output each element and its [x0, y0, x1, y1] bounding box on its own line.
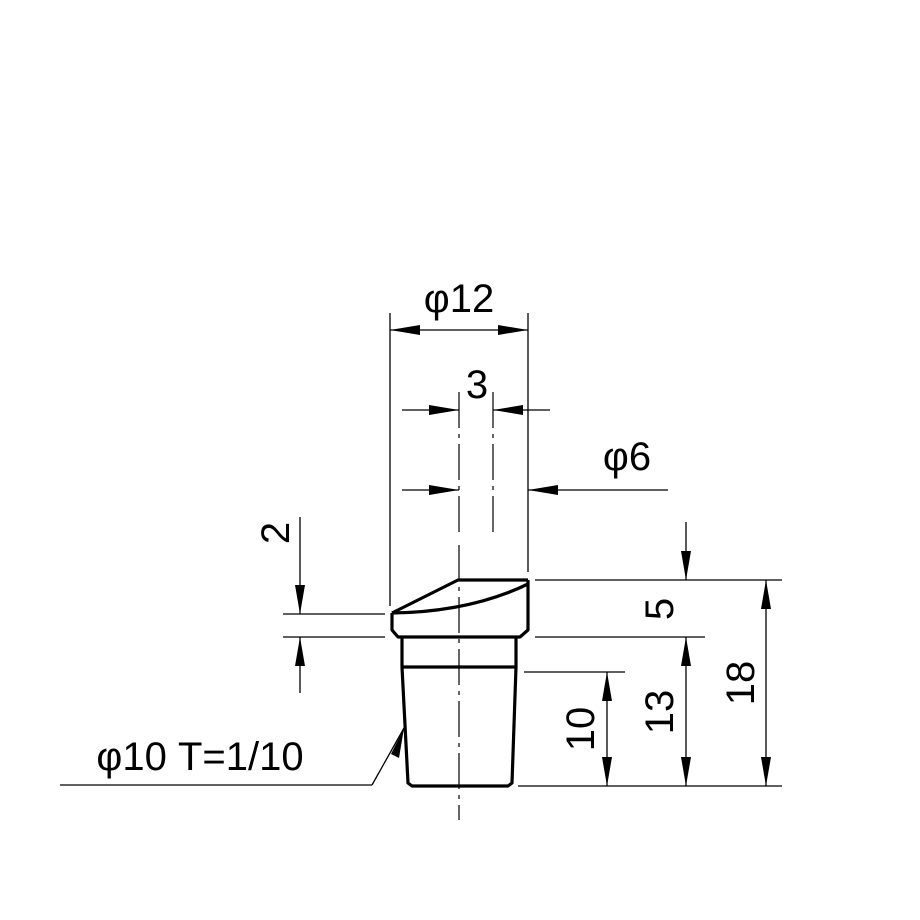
arrow-3-left: [429, 405, 459, 415]
arrow-18-bottom: [761, 757, 771, 786]
dimension-texts: φ12 3 φ6 2 5 10 13 18 φ10 T=1/10: [96, 277, 763, 779]
label-total-height: 18: [719, 661, 763, 706]
label-body-height: 13: [638, 690, 682, 735]
label-overall-diameter: φ12: [424, 277, 494, 321]
arrow-18-top: [761, 580, 771, 609]
arrow-2-bottom: [295, 637, 305, 666]
arrow-phi12-right: [498, 325, 528, 335]
label-flat-width: 3: [466, 363, 488, 407]
tapered-shank: [400, 637, 518, 788]
arrow-10-top: [602, 672, 612, 701]
label-head-height: 5: [638, 598, 682, 620]
dimension-lines: [60, 325, 771, 786]
extension-lines: [283, 313, 782, 787]
label-taper-spec: φ10 T=1/10: [96, 735, 303, 779]
label-taper-length: 10: [559, 707, 603, 752]
leader-taper-diagonal: [371, 727, 405, 786]
arrow-2-top: [295, 585, 305, 614]
head-top-surface: [391, 578, 528, 615]
arrow-10-bottom: [602, 757, 612, 786]
arrow-phi6-right: [528, 485, 558, 495]
head-curved-face: [391, 582, 529, 615]
label-chamfer: 2: [254, 522, 298, 544]
arrow-phi6-left: [429, 485, 459, 495]
arrow-5-top: [681, 551, 691, 580]
arrow-3-right: [493, 405, 523, 415]
head-body: [390, 580, 530, 639]
center-lines: [458, 392, 494, 820]
arrow-taper-leader: [391, 728, 404, 758]
arrow-phi12-left: [390, 325, 420, 335]
arrow-13-bottom: [681, 757, 691, 786]
part-outline: [390, 578, 530, 788]
arrow-13-top: [681, 637, 691, 666]
label-inner-diameter: φ6: [603, 435, 651, 479]
